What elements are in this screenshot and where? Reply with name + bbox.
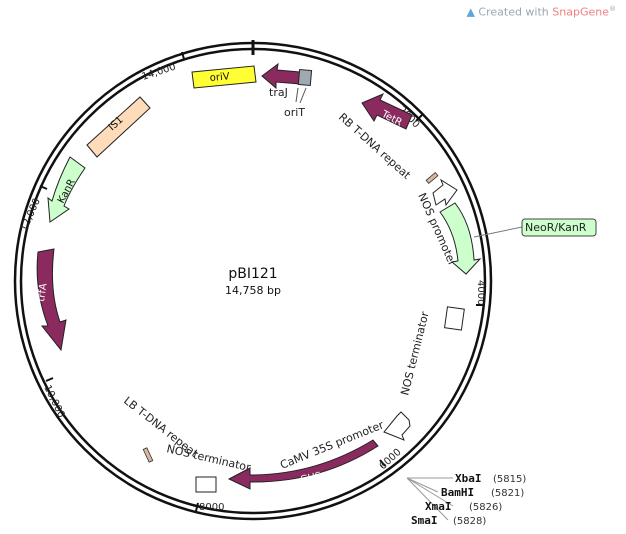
watermark-prefix: Created with: [478, 5, 549, 19]
feature-kanR[interactable]: KanR: [47, 156, 86, 223]
feature-lb-repeat[interactable]: LB T-DNA repeat: [121, 394, 201, 463]
svg-text:BamHI: BamHI: [441, 486, 474, 499]
svg-text:10,000: 10,000: [41, 383, 66, 419]
restriction-site-leaders: [406, 477, 454, 521]
label-neor-kanr: NeoR/KanR: [525, 221, 587, 234]
label-oriT: oriT: [284, 106, 305, 119]
svg-text:oriV: oriV: [209, 71, 230, 84]
feature-traJ[interactable]: traJ oriT: [261, 62, 313, 119]
feature-trfA[interactable]: trfA: [36, 248, 67, 352]
feature-neor-kanr[interactable]: NeoR/KanR: [439, 202, 597, 275]
feature-gus[interactable]: GUS: [227, 439, 379, 490]
site-xbaI[interactable]: XbaI (5815): [455, 472, 526, 485]
svg-text:trfA: trfA: [36, 283, 49, 303]
watermark-brand: SnapGene: [552, 5, 609, 19]
svg-text:SmaI: SmaI: [411, 514, 438, 527]
svg-text:(5828): (5828): [453, 516, 486, 527]
plasmid-name: pBI121: [228, 266, 277, 282]
svg-text:XbaI: XbaI: [455, 472, 482, 485]
feature-IS1[interactable]: IS1: [86, 96, 151, 158]
feature-oriT-box: [297, 68, 313, 87]
plasmid-size: 14,758 bp: [225, 284, 281, 297]
feature-tetR[interactable]: TetR: [361, 93, 413, 130]
svg-text:14,000: 14,000: [141, 62, 178, 83]
feature-nos-terminator-2[interactable]: NOS terminator: [165, 442, 252, 493]
site-xmaI[interactable]: XmaI (5826): [425, 500, 502, 513]
svg-text:12,000: 12,000: [19, 197, 43, 233]
label-traJ: traJ: [269, 86, 288, 99]
watermark-reg: ®: [609, 5, 616, 13]
site-bamHI[interactable]: BamHI (5821): [441, 486, 524, 499]
svg-text:4000: 4000: [475, 280, 486, 305]
tick-4000: 4000: [475, 280, 486, 306]
svg-text:GUS: GUS: [299, 471, 322, 486]
svg-text:(5821): (5821): [491, 488, 524, 499]
feature-oriV[interactable]: oriV: [191, 65, 257, 89]
site-smaI[interactable]: SmaI (5828): [411, 514, 486, 527]
tick-8000: 8000: [195, 502, 224, 513]
snapgene-logo-icon: ▲: [466, 5, 475, 19]
svg-text:8000: 8000: [199, 502, 224, 513]
feature-nos-terminator-1[interactable]: NOS terminator: [398, 306, 465, 397]
svg-text:XmaI: XmaI: [425, 500, 452, 513]
svg-text:LB T-DNA repeat: LB T-DNA repeat: [121, 394, 201, 460]
svg-text:(5826): (5826): [469, 502, 502, 513]
svg-text:NOS terminator: NOS terminator: [398, 310, 431, 397]
snapgene-watermark: ▲ Created with SnapGene®: [466, 5, 616, 19]
svg-text:(5815): (5815): [493, 474, 526, 485]
